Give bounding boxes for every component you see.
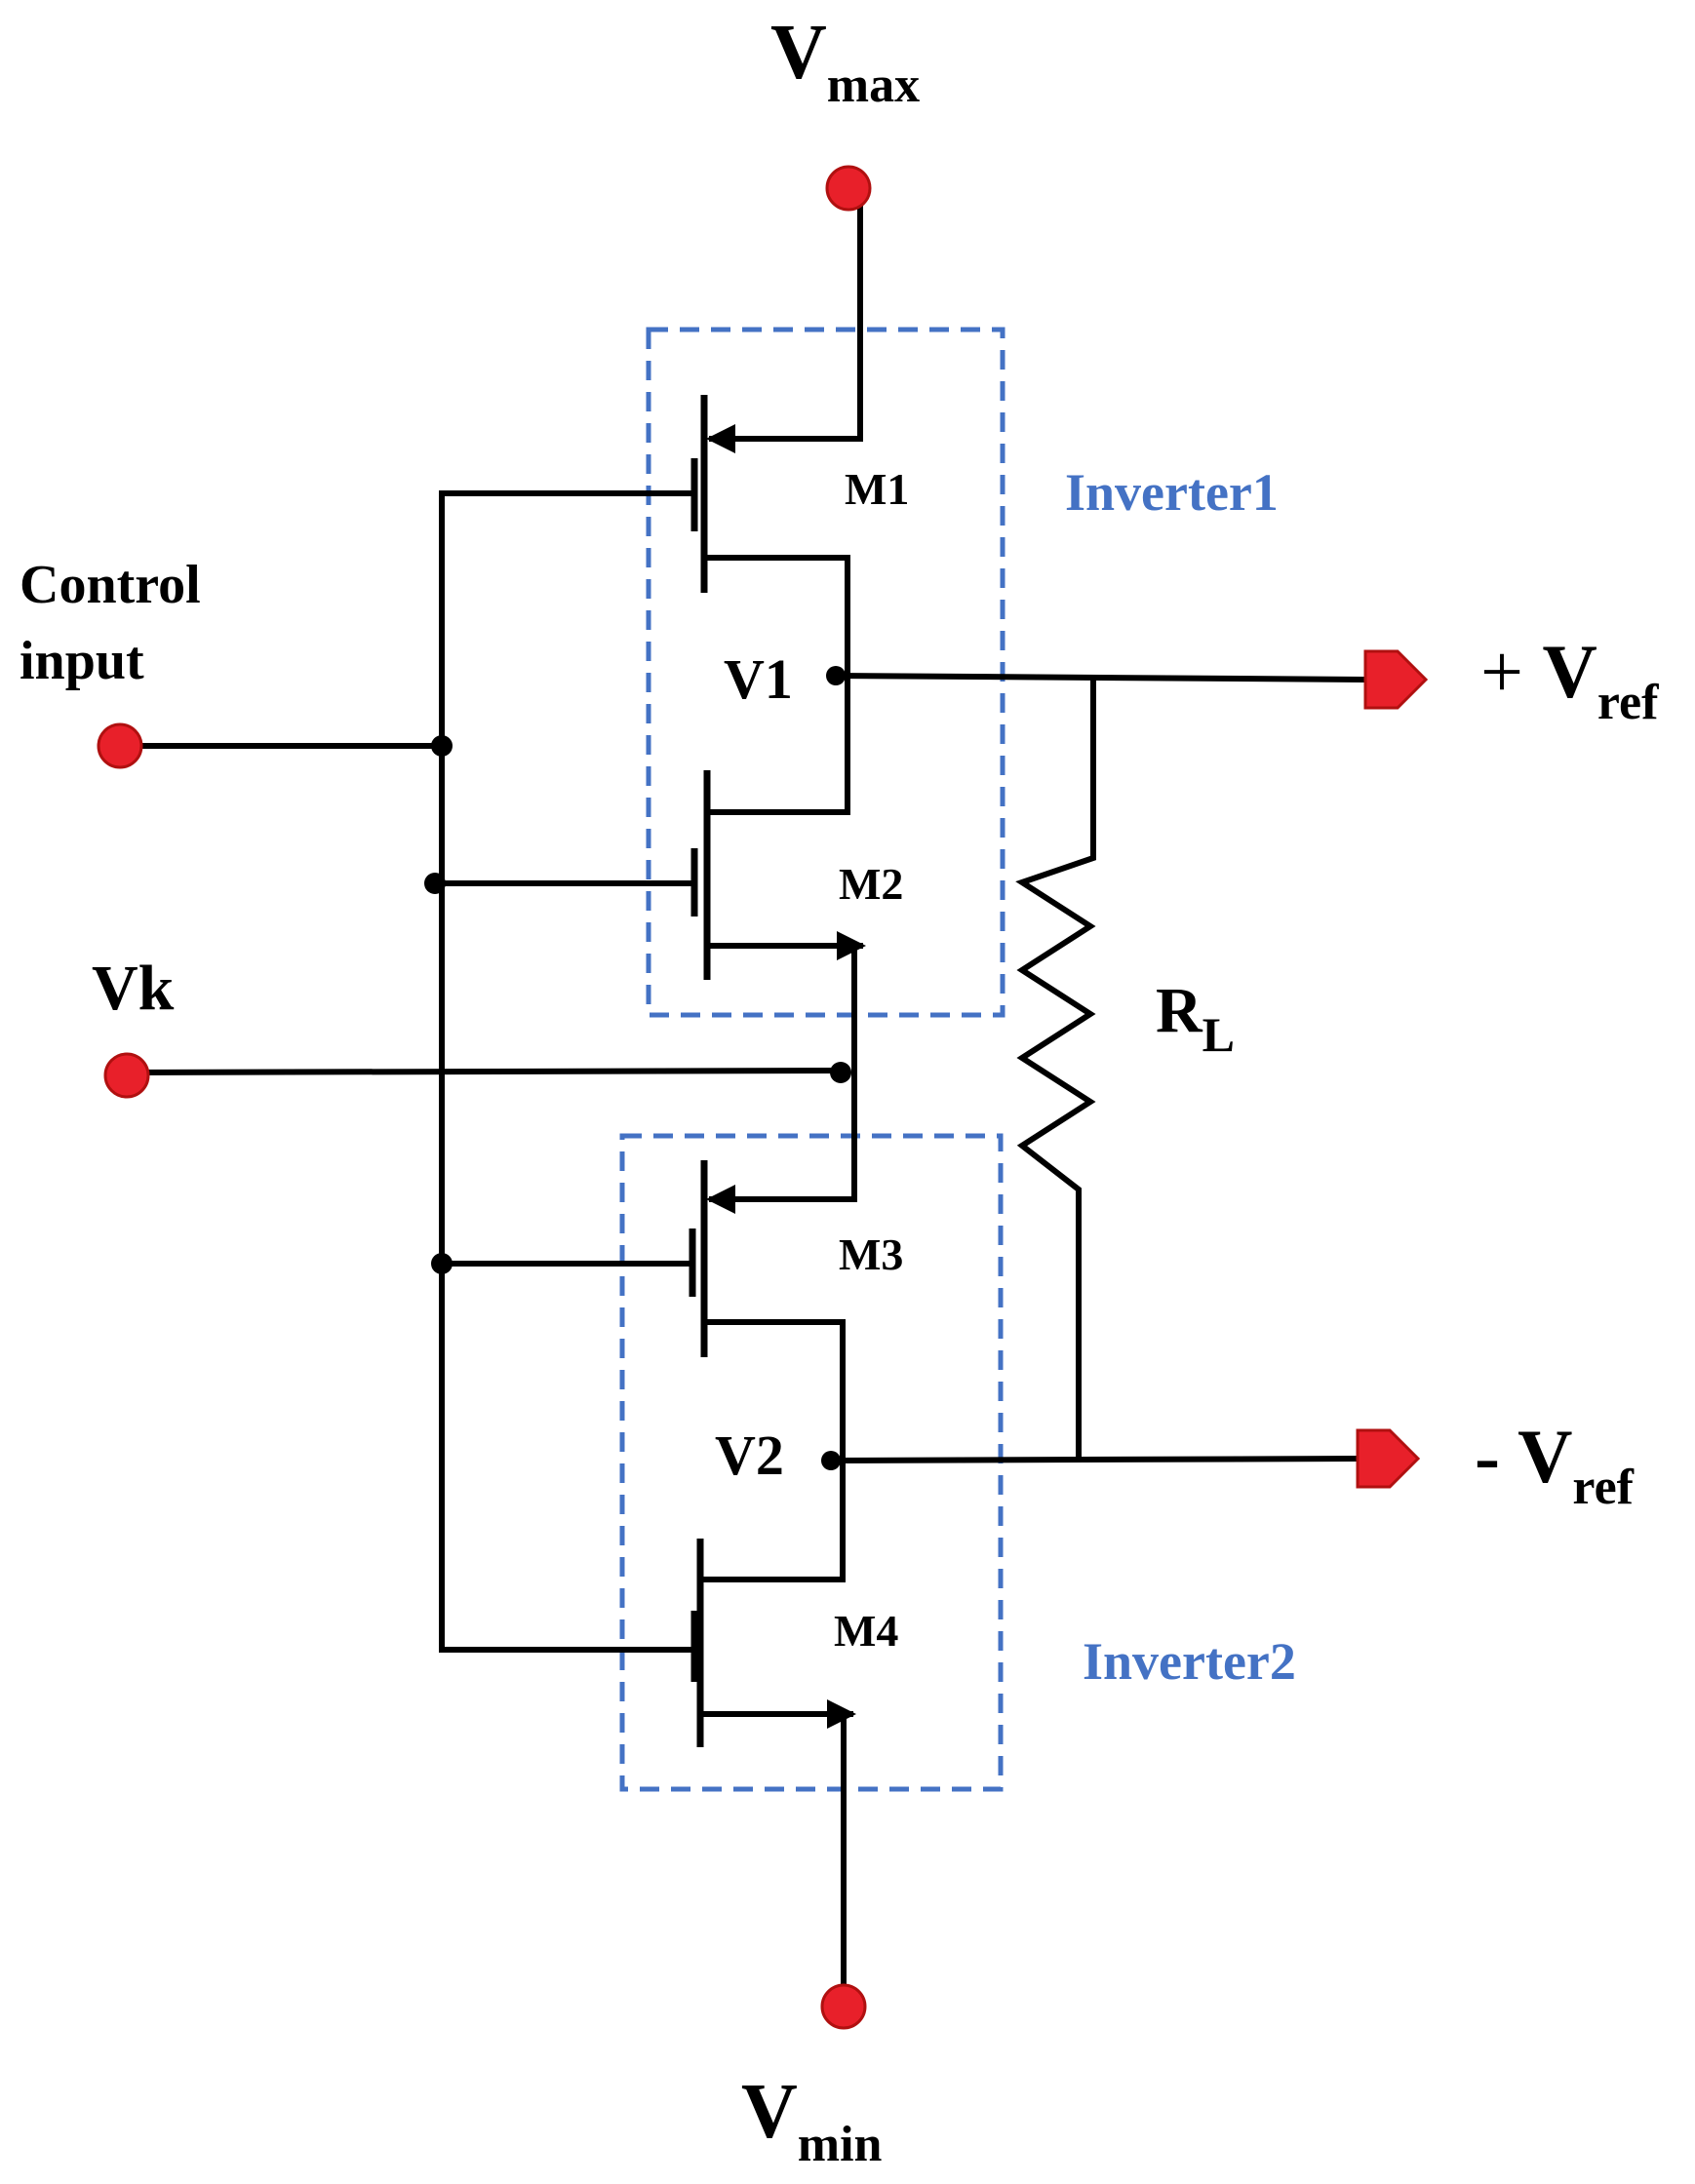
- v1-label: V1: [724, 647, 793, 711]
- v2-node-dot: [821, 1451, 841, 1470]
- m2-label: M2: [839, 859, 903, 909]
- vk-label: Vk: [92, 953, 175, 1024]
- m4-label: M4: [834, 1606, 898, 1656]
- inverter2-label: Inverter2: [1083, 1632, 1296, 1691]
- load-resistor: [1015, 677, 1096, 1462]
- v1-output-wire: [832, 672, 1369, 683]
- neg-vref-label: - Vref: [1475, 1414, 1635, 1515]
- vmax-wire: [706, 185, 863, 453]
- m3-label: M3: [839, 1229, 903, 1279]
- vk-junction-dot: [830, 1062, 851, 1083]
- m2-m3-link: [706, 943, 857, 1214]
- m2-drain-wire: [704, 680, 850, 815]
- m3-gate-junction-dot: [431, 1253, 453, 1274]
- control-input-terminal: [97, 722, 143, 769]
- control-input-label-line2: input: [20, 631, 144, 691]
- m3-drain-wire: [701, 1319, 846, 1582]
- pos-vref-terminal: [1363, 649, 1429, 710]
- control-junction-dot: [431, 735, 453, 757]
- vmin-label: Vmin: [741, 2069, 883, 2172]
- v2-label: V2: [715, 1424, 784, 1487]
- m2-gate-junction-dot: [424, 873, 446, 894]
- pos-vref-label: + Vref: [1480, 629, 1659, 730]
- resistor-label: RL: [1156, 975, 1235, 1062]
- v1-node-dot: [826, 666, 846, 685]
- neg-vref-terminal: [1356, 1428, 1421, 1489]
- m1-label: M1: [845, 464, 909, 514]
- vk-wire: [123, 1067, 845, 1076]
- vmax-terminal: [825, 165, 872, 212]
- vmax-label: Vmax: [770, 10, 920, 113]
- inverter1-label: Inverter1: [1065, 463, 1279, 522]
- vk-terminal: [103, 1052, 150, 1099]
- vmin-terminal: [820, 1983, 867, 2030]
- v2-output-wire: [827, 1455, 1361, 1464]
- inverter1-box: [646, 327, 1005, 1018]
- control-input-label-line1: Control: [20, 555, 201, 615]
